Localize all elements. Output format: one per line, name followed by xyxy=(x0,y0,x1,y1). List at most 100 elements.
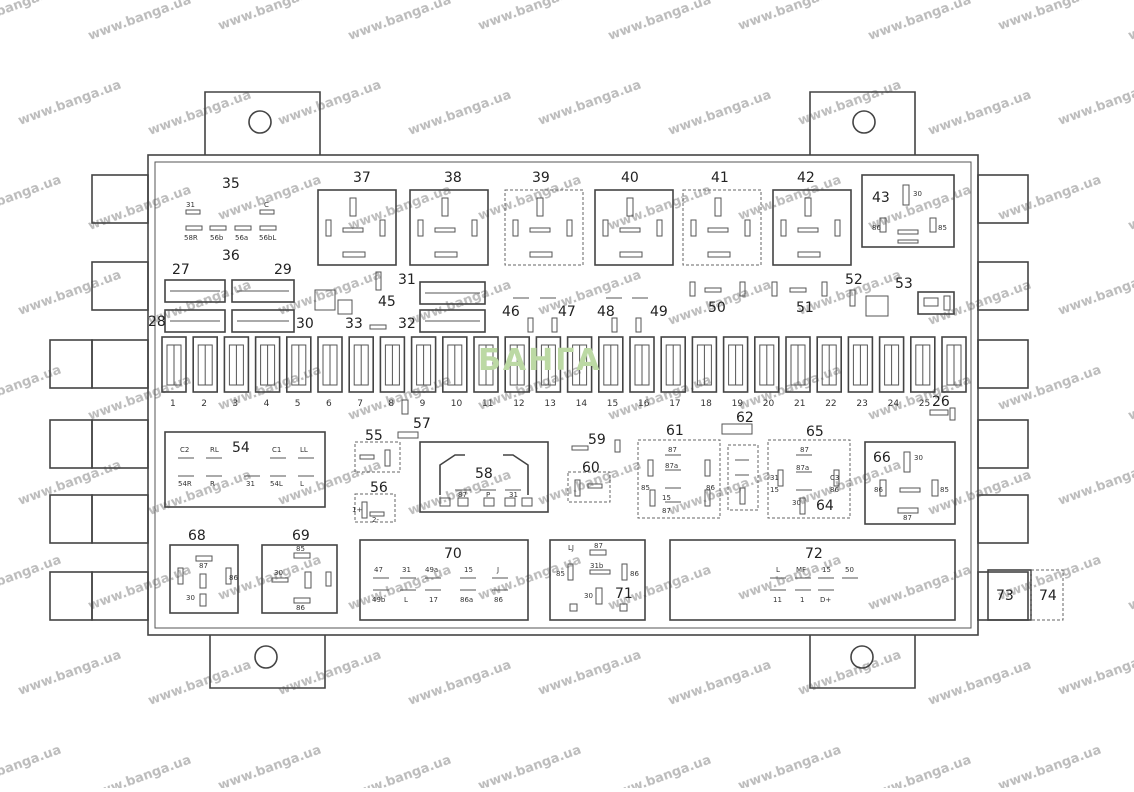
label-30: 30 xyxy=(296,316,314,332)
label-69: 69 xyxy=(292,528,310,544)
label-41: 41 xyxy=(711,170,729,186)
fuse-holders-27-30 xyxy=(164,279,486,333)
pin-label: 54L xyxy=(270,480,283,488)
relay-62 xyxy=(721,423,759,511)
label-42: 42 xyxy=(797,170,815,186)
pin-label: 15 xyxy=(464,566,473,574)
watermark-text: www.banga.ua xyxy=(476,743,583,788)
pin-label: 30 xyxy=(792,499,801,507)
pin-label: L xyxy=(776,566,780,574)
label-56: 56 xyxy=(370,480,388,496)
watermark-text: www.banga.ua xyxy=(276,648,383,699)
pin-label: 85 xyxy=(641,484,650,492)
pin-label: LJ xyxy=(568,544,574,552)
pin-label: 86 xyxy=(706,484,715,492)
watermark-text: www.banga.ua xyxy=(0,553,63,604)
pin-label: 31 xyxy=(402,566,411,574)
connector-73-74 xyxy=(987,569,1064,621)
pin-label: C2 xyxy=(180,446,189,454)
mounting-ear-top-left xyxy=(204,91,321,155)
watermark-text: www.banga.ua xyxy=(16,268,123,319)
label-59: 59 xyxy=(588,432,606,448)
pin-label: 87 xyxy=(662,507,671,515)
connector-58: 87 P 31 xyxy=(419,441,549,513)
relay-socket xyxy=(504,189,584,266)
watermark-text: www.banga.ua xyxy=(346,753,453,788)
fuse-slot xyxy=(223,336,250,393)
label-48: 48 xyxy=(597,304,615,320)
fuse-holder-30 xyxy=(231,309,295,333)
watermark-text: www.banga.ua xyxy=(476,0,583,34)
watermark-text: www.banga.ua xyxy=(996,173,1103,224)
label-51: 51 xyxy=(796,300,814,316)
fuse-slot xyxy=(504,336,531,393)
label-66: 66 xyxy=(873,450,891,466)
pin-label: 86 xyxy=(494,596,503,604)
relays-55-57: 1+ 2- xyxy=(352,399,419,524)
side-connector-tabs xyxy=(49,174,1029,621)
label-40: 40 xyxy=(621,170,639,186)
label-70: 70 xyxy=(444,546,462,562)
label-26: 26 xyxy=(932,394,950,410)
fuse-number: 25 xyxy=(919,399,930,409)
pin-label: 85 xyxy=(940,486,949,494)
watermark-text: www.banga.ua xyxy=(476,173,583,224)
fuse-slot xyxy=(348,336,375,393)
fuse-number: 7 xyxy=(357,399,363,409)
relays-52-53 xyxy=(849,289,956,421)
watermark-text: www.banga.ua xyxy=(996,0,1103,34)
fuse-slot xyxy=(909,336,936,393)
watermark-text: www.banga.ua xyxy=(1126,563,1134,614)
watermark-text: www.banga.ua xyxy=(216,743,323,788)
fuse-slot xyxy=(566,336,593,393)
fuse-slot xyxy=(816,336,843,393)
watermark-text: www.banga.ua xyxy=(1126,373,1134,424)
label-57: 57 xyxy=(413,416,431,432)
pin-label: 87 xyxy=(668,446,677,454)
fuse-number: 5 xyxy=(295,399,301,409)
pin-label: RL xyxy=(210,446,219,454)
pin-label: 56bL xyxy=(259,234,276,242)
fuse-number: 1 xyxy=(170,399,176,409)
watermark-text: www.banga.ua xyxy=(1126,753,1134,788)
fuse-slot xyxy=(441,336,468,393)
watermark-text: www.banga.ua xyxy=(86,563,193,614)
fuse-slot xyxy=(473,336,499,393)
connector-70: 47 31 49a 15 J 49b L 17 86a 86 xyxy=(359,539,529,621)
fuse-number: 18 xyxy=(700,399,712,409)
watermark-text: www.banga.ua xyxy=(86,0,193,44)
fuse-number: 4 xyxy=(264,399,270,409)
connector-tab-right xyxy=(977,494,1029,544)
connector-35-36: 31 C 58R 56b 56a 56bL xyxy=(184,201,277,242)
watermark-text: www.banga.ua xyxy=(536,648,643,699)
relay-socket xyxy=(772,189,852,266)
watermark-text: www.banga.ua xyxy=(1126,183,1134,234)
watermark-text: www.banga.ua xyxy=(276,78,383,129)
fuse-slot xyxy=(629,336,655,393)
fuse-slot xyxy=(410,336,437,393)
label-32: 32 xyxy=(398,316,416,332)
pin-label: 86 xyxy=(630,570,639,578)
pin-label: 56a xyxy=(235,234,248,242)
pin-label: 49a xyxy=(425,566,438,574)
label-68: 68 xyxy=(188,528,206,544)
watermark-text: www.banga.ua xyxy=(276,458,383,509)
pin-label: 86 xyxy=(872,224,881,232)
watermark-text: www.banga.ua xyxy=(866,0,973,44)
pin-label: 30 xyxy=(584,592,593,600)
connector-tab-left-outer xyxy=(49,419,93,469)
connector-54: C2 RL C1 LL 54R R 31 54L L xyxy=(164,431,326,508)
fuse-slot xyxy=(192,336,218,393)
relay-68: 87 30 86 xyxy=(169,544,239,614)
pin-label: 30 xyxy=(186,594,195,602)
fuse-holder-29 xyxy=(231,279,295,303)
label-36: 36 xyxy=(222,248,240,264)
fuse-number: 8 xyxy=(388,399,394,409)
watermark-text: www.banga.ua xyxy=(1126,0,1134,44)
watermark-text: www.banga.ua xyxy=(406,658,513,709)
connector-tab-left xyxy=(91,494,149,544)
fuse-slot xyxy=(161,336,187,393)
